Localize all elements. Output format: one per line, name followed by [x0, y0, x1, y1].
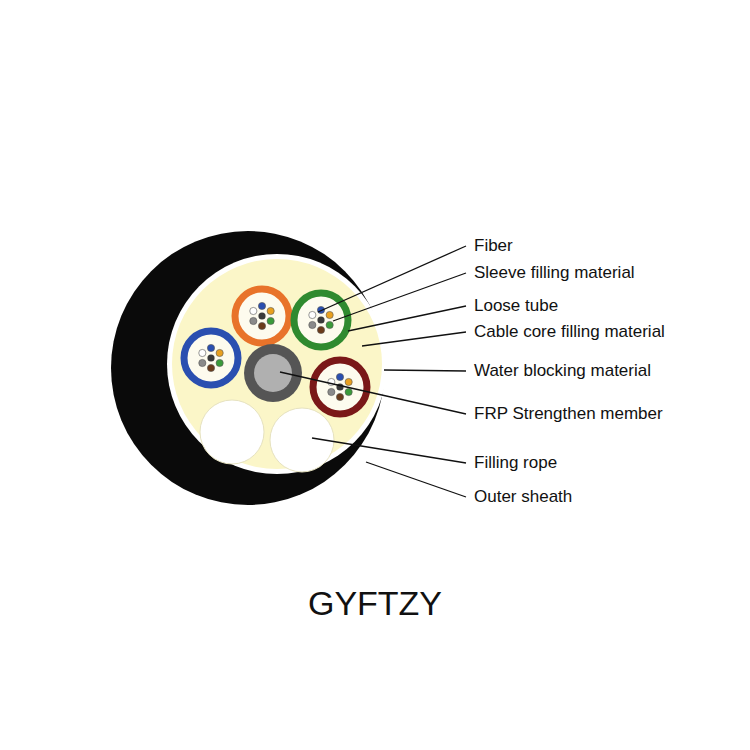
fiber — [207, 354, 214, 361]
fiber — [250, 307, 257, 314]
fiber — [309, 321, 316, 328]
part-label: Sleeve filling material — [474, 262, 635, 284]
part-label: Filling rope — [474, 452, 557, 474]
leader-line — [362, 332, 466, 346]
filling-rope — [200, 400, 264, 464]
fiber — [309, 311, 316, 318]
outer-sheath — [111, 231, 385, 505]
loose-tube — [184, 331, 238, 385]
fiber — [267, 317, 274, 324]
fiber — [267, 307, 274, 314]
fiber — [345, 388, 352, 395]
fiber — [250, 317, 257, 324]
leader-line — [348, 306, 466, 331]
fiber — [336, 373, 343, 380]
fiber — [216, 349, 223, 356]
part-label: FRP Strengthen member — [474, 403, 663, 425]
part-label: Cable core filling material — [474, 321, 665, 343]
loose-tubes — [184, 289, 367, 414]
leader-line — [318, 246, 466, 312]
part-label: Loose tube — [474, 295, 558, 317]
fiber — [216, 359, 223, 366]
fiber — [345, 378, 352, 385]
fiber — [258, 312, 265, 319]
water-blocking-ring — [167, 254, 387, 474]
loose-tube — [235, 289, 289, 343]
leader-line — [333, 273, 466, 321]
fiber — [207, 364, 214, 371]
fiber — [317, 326, 324, 333]
frp-jacket — [244, 344, 302, 402]
loose-tube — [313, 360, 367, 414]
leader-line — [312, 438, 466, 463]
part-label: Fiber — [474, 235, 513, 257]
fiber — [336, 393, 343, 400]
fiber — [326, 311, 333, 318]
cable-type-title: GYFTZY — [0, 583, 750, 623]
leader-lines — [280, 246, 466, 497]
fiber — [199, 359, 206, 366]
leader-line — [280, 372, 466, 414]
fiber — [258, 302, 265, 309]
part-label: Water blocking material — [474, 360, 651, 382]
fiber — [258, 322, 265, 329]
leader-line — [366, 462, 466, 497]
leader-line — [384, 370, 466, 371]
loose-tube — [294, 293, 348, 347]
fiber — [328, 388, 335, 395]
fiber — [199, 349, 206, 356]
fiber — [317, 316, 324, 323]
part-label: Outer sheath — [474, 486, 572, 508]
fiber — [326, 321, 333, 328]
fiber — [207, 344, 214, 351]
